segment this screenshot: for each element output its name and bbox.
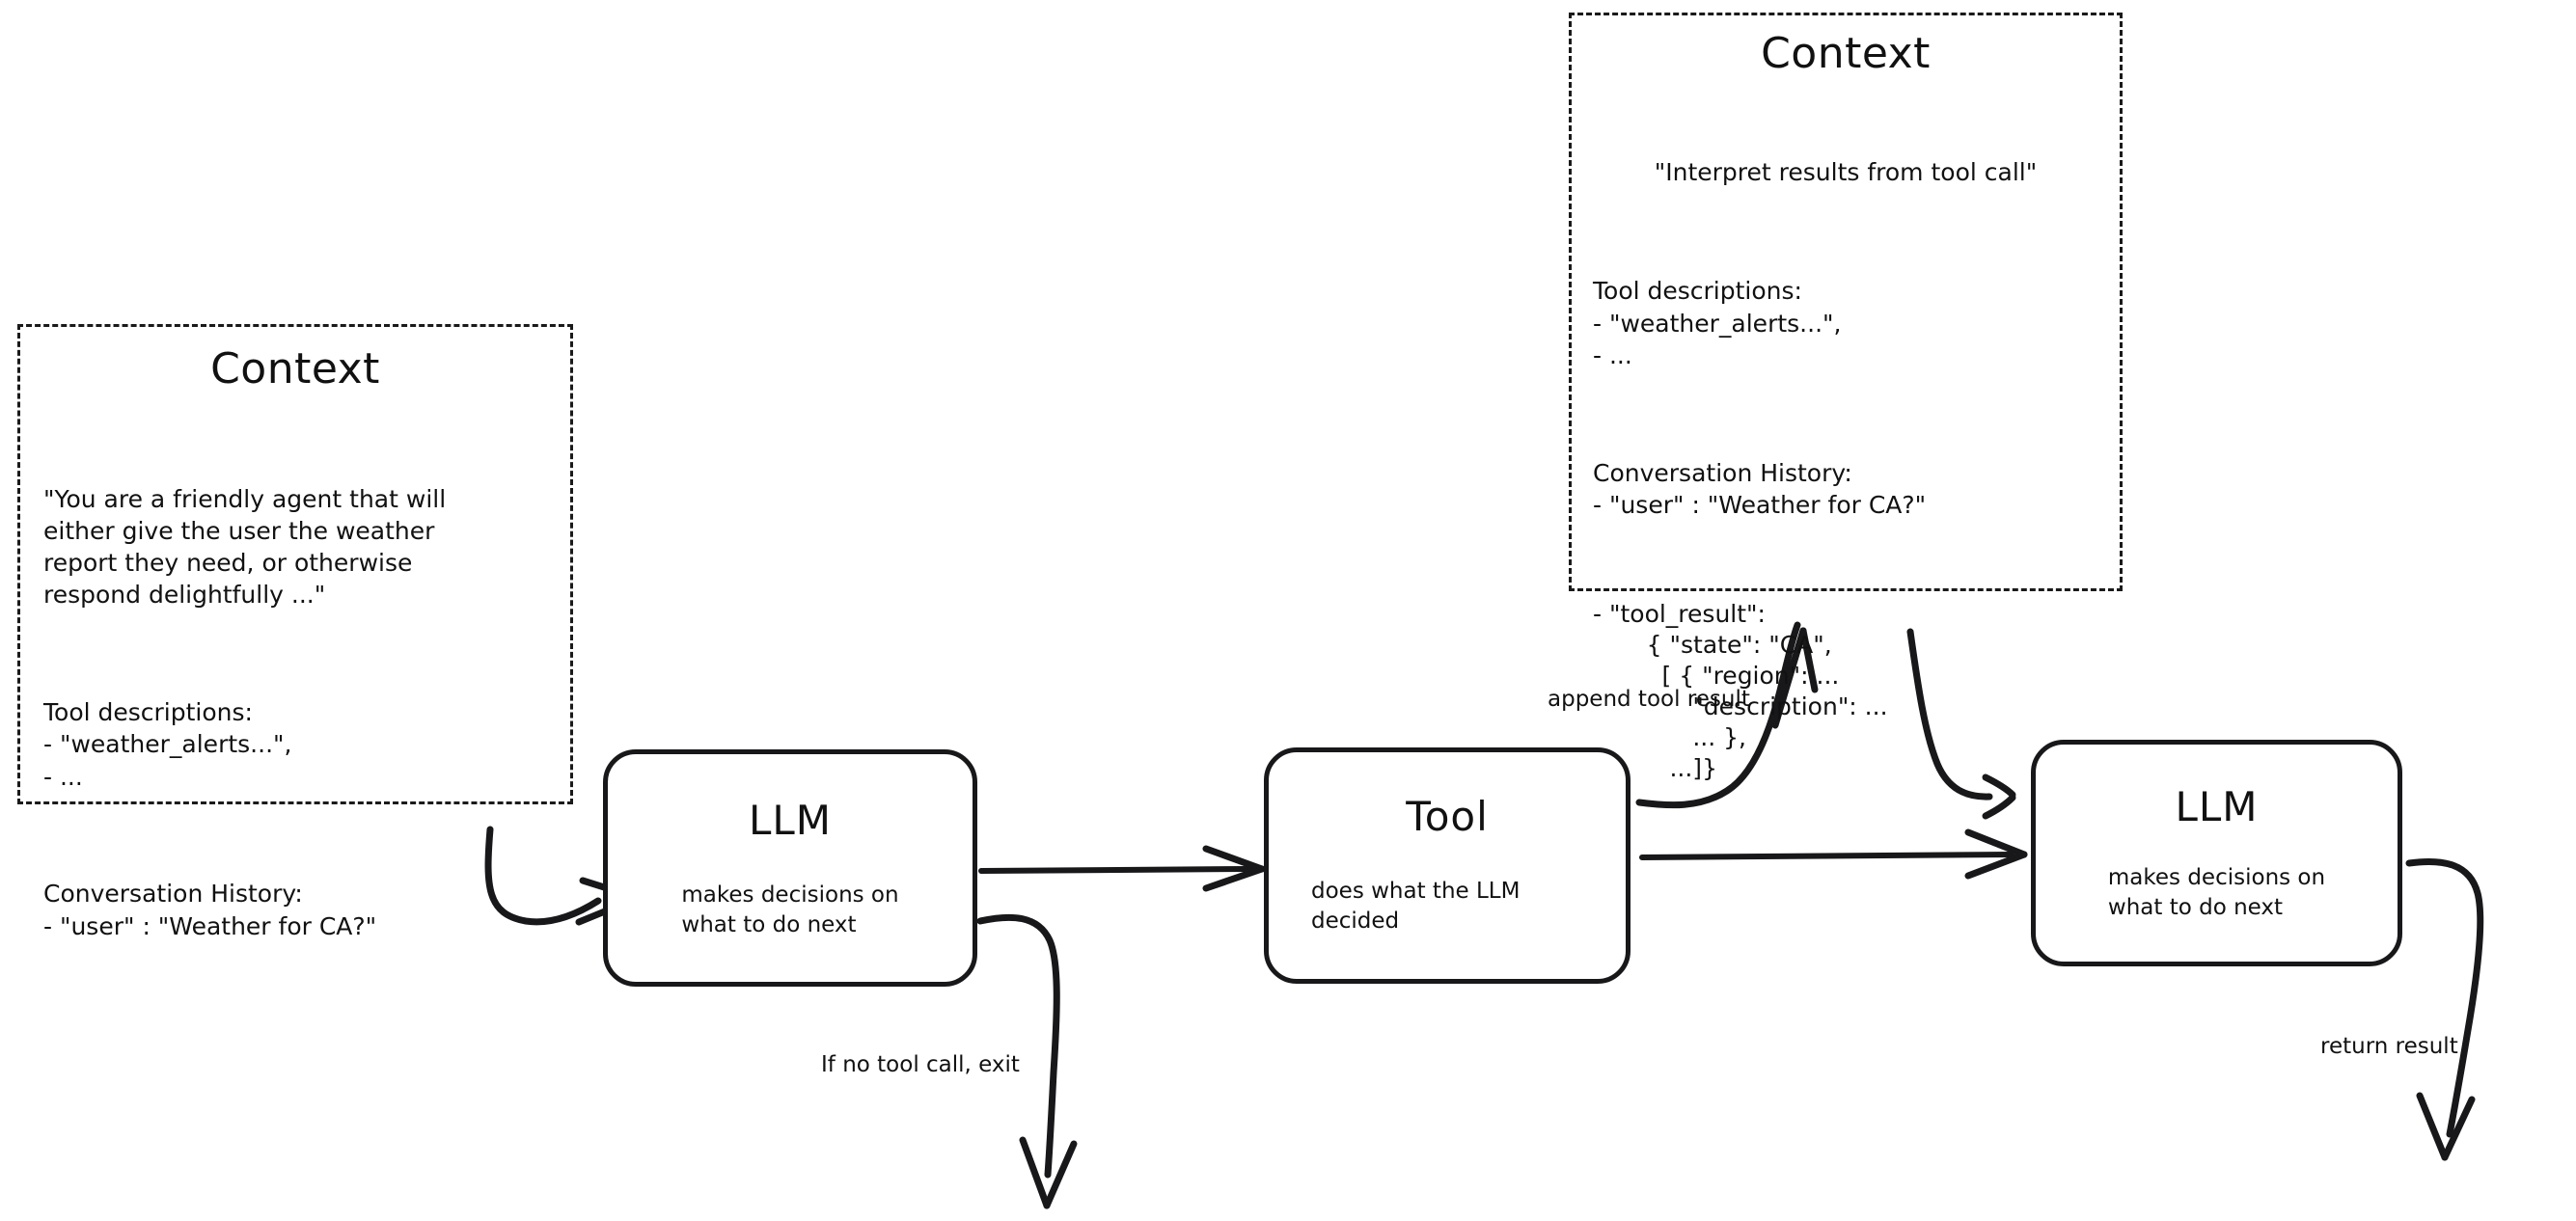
- context-right-paragraph-tool-result: - "tool_result": { "state": "CA", [ { "r…: [1593, 599, 1888, 782]
- context-left-paragraph-tools: Tool descriptions: - "weather_alerts..."…: [43, 698, 292, 791]
- edge-label-return-result: return result: [2320, 1034, 2458, 1059]
- node-llm-second-subtitle: makes decisions on what to do next: [2107, 865, 2326, 921]
- node-tool[interactable]: Tool does what the LLM decided: [1264, 747, 1631, 984]
- node-tool-title: Tool: [1406, 793, 1489, 840]
- arrow-llm2-return: [2405, 857, 2484, 1161]
- node-tool-subtitle: does what the LLM decided: [1311, 879, 1521, 935]
- context-left-paragraph-history: Conversation History: - "user" : "Weathe…: [43, 880, 377, 940]
- context-right-body: "Interpret results from tool call" Tool …: [1593, 92, 2098, 848]
- context-left-title: Context: [210, 344, 380, 393]
- context-right-paragraph-prompt: "Interpret results from tool call": [1654, 157, 2038, 186]
- node-llm-second[interactable]: LLM makes decisions on what to do next: [2031, 740, 2402, 966]
- edge-label-append-tool-result: append tool result: [1548, 687, 1750, 712]
- context-box-right: Context "Interpret results from tool cal…: [1569, 13, 2123, 782]
- context-right-paragraph-history: Conversation History: - "user" : "Weathe…: [1593, 458, 1927, 519]
- edge-label-llm-exit: If no tool call, exit: [821, 1052, 1020, 1077]
- context-right-paragraph-tools: Tool descriptions: - "weather_alerts..."…: [1593, 277, 1842, 369]
- context-box-left: Context "You are a friendly agent that w…: [17, 324, 573, 940]
- node-llm-second-title: LLM: [2175, 783, 2259, 830]
- context-right-title: Context: [1761, 29, 1931, 78]
- node-llm-first[interactable]: LLM makes decisions on what to do next: [603, 749, 977, 987]
- context-left-paragraph-prompt: "You are a friendly agent that will eith…: [43, 484, 447, 610]
- context-left-body: "You are a friendly agent that will eith…: [43, 419, 547, 1006]
- node-llm-first-subtitle: makes decisions on what to do next: [681, 882, 899, 938]
- arrow-llm-to-tool: [978, 845, 1266, 892]
- node-llm-first-title: LLM: [748, 797, 833, 844]
